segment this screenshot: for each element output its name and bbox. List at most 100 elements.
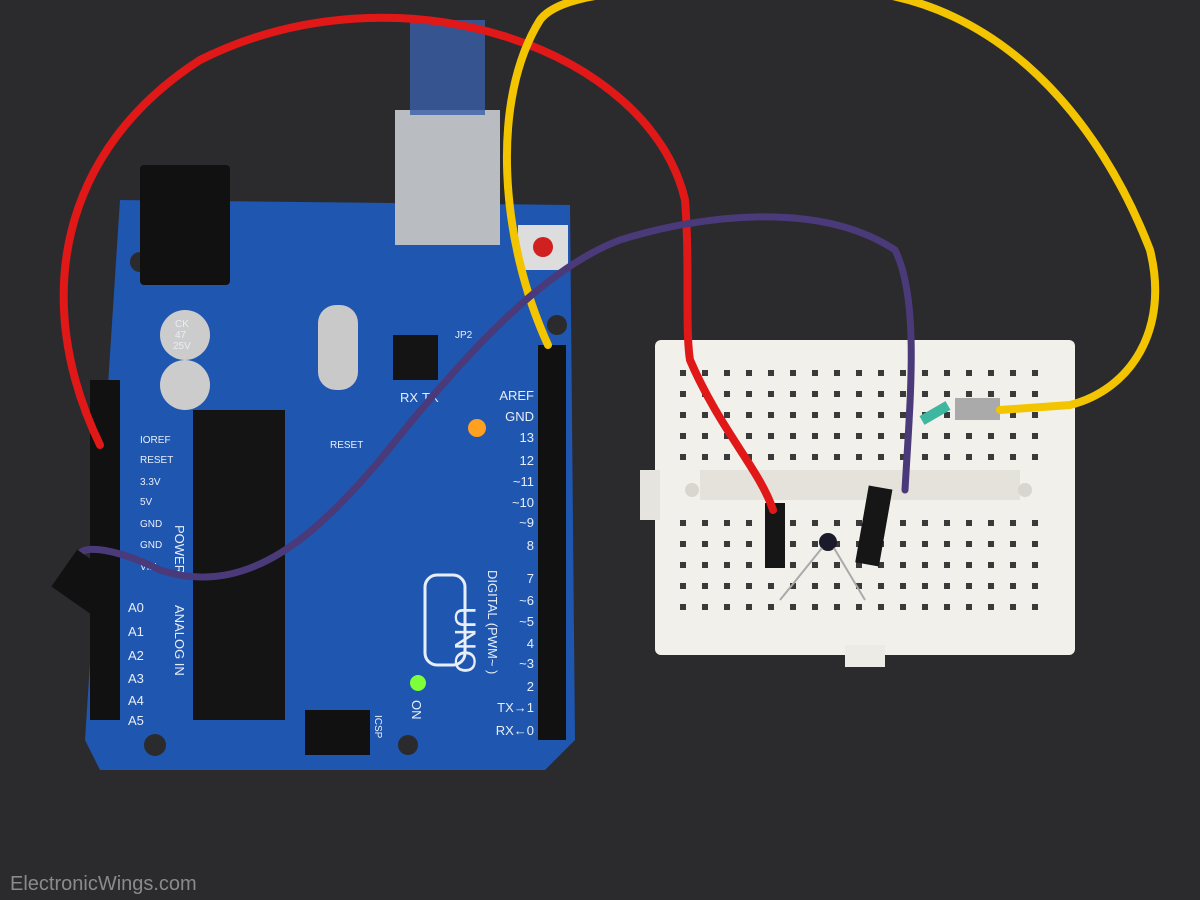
breadboard-hole — [922, 433, 928, 439]
mount-hole — [547, 315, 567, 335]
breadboard-hole — [768, 370, 774, 376]
breadboard-hole — [878, 583, 884, 589]
usb-connector — [395, 110, 500, 245]
breadboard-hole — [1032, 604, 1038, 610]
breadboard-hole — [856, 583, 862, 589]
breadboard-hole — [922, 562, 928, 568]
breadboard-hole — [790, 520, 796, 526]
wire-purple — [76, 213, 915, 581]
watermark: ElectronicWings.com — [10, 873, 197, 895]
rx-label: RX — [400, 390, 418, 405]
breadboard-hole — [900, 433, 906, 439]
breadboard-hole — [900, 370, 906, 376]
breadboard-hole — [944, 583, 950, 589]
digital-header — [538, 345, 566, 740]
breadboard-hole — [1010, 520, 1016, 526]
digital-pin-label: 7 — [527, 571, 534, 586]
breadboard-hole — [856, 412, 862, 418]
reset-label: RESET — [330, 440, 363, 451]
breadboard-hole — [812, 370, 818, 376]
breadboard-hole — [746, 520, 752, 526]
resistor — [919, 401, 951, 425]
breadboard-hole — [790, 412, 796, 418]
breadboard-hole — [680, 583, 686, 589]
breadboard-hole — [790, 541, 796, 547]
breadboard-hole — [702, 583, 708, 589]
icsp-header — [305, 710, 370, 755]
usb-chip — [393, 335, 438, 380]
breadboard-hole — [1010, 370, 1016, 376]
breadboard-hole — [944, 541, 950, 547]
breadboard-hole — [746, 412, 752, 418]
jumper-end — [955, 398, 1000, 420]
breadboard-hole — [1032, 391, 1038, 397]
breadboard-hole — [966, 520, 972, 526]
analog-pin-label: A1 — [128, 624, 144, 639]
breadboard-hole — [790, 391, 796, 397]
power-pin-label: GND — [140, 519, 162, 530]
breadboard-hole — [966, 391, 972, 397]
breadboard-hole — [944, 562, 950, 568]
led-on — [410, 675, 426, 691]
icsp-label: ICSP — [372, 715, 383, 739]
power-pin-label: IOREF — [140, 435, 171, 446]
uno-logo: UNO — [448, 607, 481, 674]
breadboard-hole — [812, 541, 818, 547]
breadboard-hole — [702, 433, 708, 439]
breadboard-hole — [944, 391, 950, 397]
breadboard-hole — [900, 520, 906, 526]
breadboard-hole — [812, 391, 818, 397]
breadboard-hole — [768, 454, 774, 460]
breadboard-hole — [966, 433, 972, 439]
breadboard-hole — [680, 604, 686, 610]
breadboard-hole — [1032, 583, 1038, 589]
breadboard-hole — [900, 454, 906, 460]
breadboard-hole — [746, 370, 752, 376]
breadboard-hole — [834, 454, 840, 460]
breadboard-hole — [966, 454, 972, 460]
digital-pin-label: TX→1 — [497, 700, 534, 715]
breadboard-hole — [988, 604, 994, 610]
breadboard-hole — [1032, 433, 1038, 439]
breadboard-hole — [878, 433, 884, 439]
digital-pin-label: RX←0 — [496, 723, 534, 738]
breadboard-hole — [812, 433, 818, 439]
breadboard-hole — [680, 562, 686, 568]
breadboard-hole — [724, 391, 730, 397]
breadboard-hole — [746, 604, 752, 610]
breadboard-hole — [834, 433, 840, 439]
breadboard-hole — [966, 583, 972, 589]
breadboard-hole — [922, 541, 928, 547]
breadboard-hole — [834, 412, 840, 418]
jumper-end — [765, 503, 785, 568]
breadboard-hole — [724, 520, 730, 526]
breadboard-hole — [746, 391, 752, 397]
breadboard-hole — [878, 454, 884, 460]
digital-pin-label: AREF — [499, 388, 534, 403]
breadboard-hole — [790, 454, 796, 460]
breadboard-hole — [1032, 562, 1038, 568]
breadboard-hole — [856, 520, 862, 526]
breadboard-hole — [900, 541, 906, 547]
breadboard-hole — [724, 583, 730, 589]
breadboard-hole — [900, 562, 906, 568]
breadboard-hole — [702, 541, 708, 547]
breadboard-hole — [900, 604, 906, 610]
breadboard-hole — [856, 370, 862, 376]
breadboard-hole — [1032, 454, 1038, 460]
breadboard-hole — [834, 583, 840, 589]
analog-pin-label: A2 — [128, 648, 144, 663]
breadboard-hole — [702, 562, 708, 568]
digital-pin-label: 2 — [527, 679, 534, 694]
digital-pin-label: GND — [505, 409, 534, 424]
breadboard-hole — [878, 562, 884, 568]
breadboard-hole — [834, 391, 840, 397]
breadboard-hole — [966, 370, 972, 376]
breadboard-hole — [1010, 604, 1016, 610]
power-jack — [140, 165, 230, 285]
breadboard-hole — [988, 391, 994, 397]
digital-pin-label: ~5 — [519, 614, 534, 629]
breadboard-hole — [834, 604, 840, 610]
breadboard-hole — [1032, 541, 1038, 547]
breadboard-hole — [988, 433, 994, 439]
